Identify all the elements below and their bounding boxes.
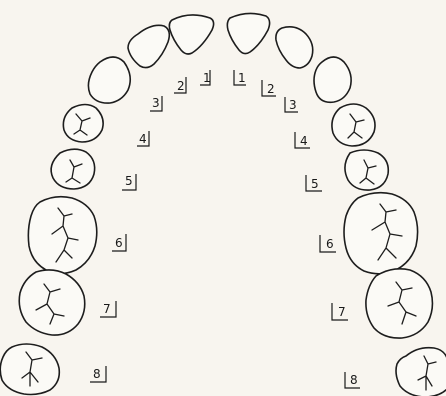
label-left-1-number: 1 xyxy=(238,71,246,85)
label-right-2-number: 2 xyxy=(177,79,185,93)
label-left-8-number: 8 xyxy=(350,373,358,387)
label-right-7: 7 xyxy=(100,301,116,317)
label-left-2-number: 2 xyxy=(267,82,275,96)
label-right-3-number: 3 xyxy=(152,96,160,110)
tooth-left-3 xyxy=(314,57,351,102)
label-right-5-number: 5 xyxy=(125,174,133,188)
tooth-left-2 xyxy=(276,27,313,68)
label-left-3: 3 xyxy=(285,97,298,112)
label-left-4: 4 xyxy=(295,132,310,148)
label-right-1: 1 xyxy=(200,70,211,85)
label-left-5: 5 xyxy=(306,175,322,191)
tooth-left-7 xyxy=(366,269,433,338)
label-left-7-number: 7 xyxy=(338,305,346,319)
label-right-4-number: 4 xyxy=(139,132,147,146)
label-left-4-number: 4 xyxy=(300,134,308,148)
label-right-4: 4 xyxy=(137,131,149,146)
label-right-6: 6 xyxy=(112,234,126,251)
label-left-8: 8 xyxy=(345,372,360,388)
tooth-right-2 xyxy=(128,25,169,67)
tooth-left-5 xyxy=(345,150,388,190)
label-left-3-number: 3 xyxy=(289,98,297,112)
tooth-left-1 xyxy=(227,13,269,53)
tooth-right-7 xyxy=(19,270,85,335)
label-right-6-number: 6 xyxy=(115,236,123,250)
tooth-right-1 xyxy=(169,15,213,54)
tooth-right-6 xyxy=(28,197,96,274)
label-left-6-number: 6 xyxy=(326,237,334,251)
label-right-7-number: 7 xyxy=(103,302,111,316)
tooth-left-4 xyxy=(332,104,375,146)
right-quadrant-labels: 1 2 3 4 5 6 7 8 xyxy=(90,70,211,382)
label-right-8-number: 8 xyxy=(93,367,101,381)
tooth-right-3 xyxy=(88,57,130,103)
tooth-right-8 xyxy=(0,344,59,395)
right-quadrant-teeth xyxy=(0,15,213,395)
tooth-right-4 xyxy=(63,105,103,143)
tooth-right-5 xyxy=(51,149,95,189)
label-right-5: 5 xyxy=(122,174,136,190)
label-right-2: 2 xyxy=(174,77,186,93)
label-left-2: 2 xyxy=(262,80,276,96)
label-right-3: 3 xyxy=(150,96,162,111)
label-left-5-number: 5 xyxy=(311,177,319,191)
label-right-8: 8 xyxy=(90,366,106,382)
label-left-6: 6 xyxy=(320,235,336,252)
label-left-7: 7 xyxy=(332,303,348,320)
tooth-left-8 xyxy=(396,348,446,396)
left-quadrant-teeth xyxy=(227,13,446,396)
label-left-1: 1 xyxy=(234,70,246,85)
